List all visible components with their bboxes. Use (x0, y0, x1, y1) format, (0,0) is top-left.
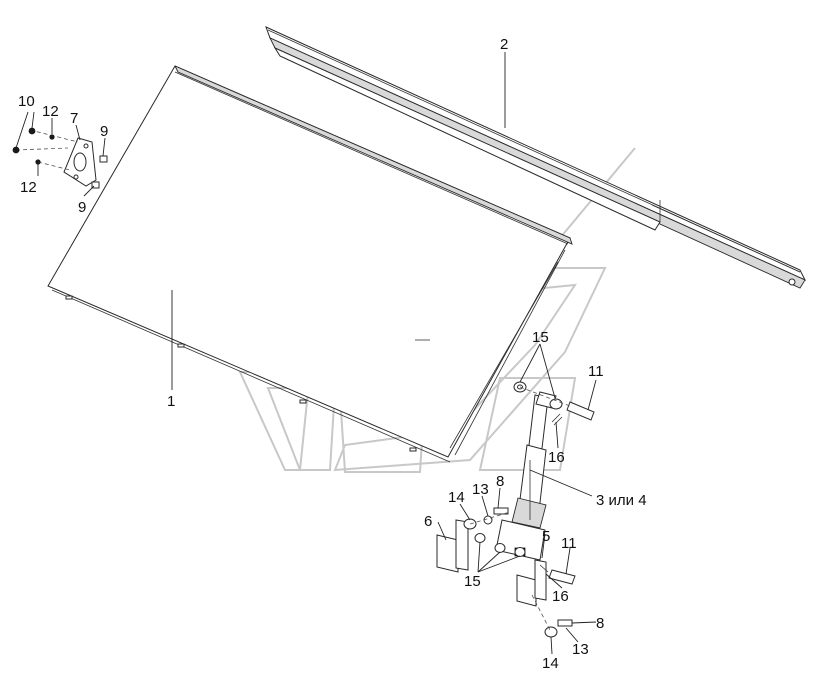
label-part-16-lower: 16 (552, 588, 569, 605)
label-part-3-4: 3 или 4 (596, 492, 647, 509)
label-part-14-lower: 14 (542, 655, 559, 672)
label-part-10: 10 (18, 93, 35, 110)
lower-bracket-part-5 (516, 559, 576, 638)
label-part-5: 5 (542, 528, 550, 545)
label-part-16-upper: 16 (548, 449, 565, 466)
label-part-11-upper: 11 (588, 363, 604, 380)
leader-lines (15, 52, 597, 655)
part-labels: 1 2 3 или 4 5 6 7 8 8 9 9 10 12 12 11 11… (18, 36, 647, 672)
label-part-7: 7 (70, 110, 78, 127)
rail-part-2 (265, 26, 807, 289)
label-part-11-lower: 11 (561, 535, 577, 552)
label-part-15-lower: 15 (464, 573, 481, 590)
upper-pin-assembly (513, 381, 595, 426)
label-part-14-upper: 14 (448, 489, 465, 506)
label-part-8-lower: 8 (596, 615, 604, 632)
hinge-bracket-assembly (12, 127, 108, 189)
label-part-9-lower: 9 (78, 199, 86, 216)
hood-panel-part-1 (47, 65, 573, 463)
label-part-9-upper: 9 (100, 123, 108, 140)
label-part-12-upper: 12 (42, 103, 59, 120)
label-part-13-upper: 13 (472, 481, 489, 498)
label-part-15-upper: 15 (532, 329, 549, 346)
label-part-2: 2 (500, 36, 508, 53)
label-part-13-lower: 13 (572, 641, 589, 658)
label-part-6: 6 (424, 513, 432, 530)
label-part-8-upper: 8 (496, 473, 504, 490)
label-part-12-lower: 12 (20, 179, 37, 196)
label-part-1: 1 (167, 393, 175, 410)
lower-bracket-part-6 (436, 507, 526, 573)
actuator-part-3-4 (495, 391, 557, 561)
